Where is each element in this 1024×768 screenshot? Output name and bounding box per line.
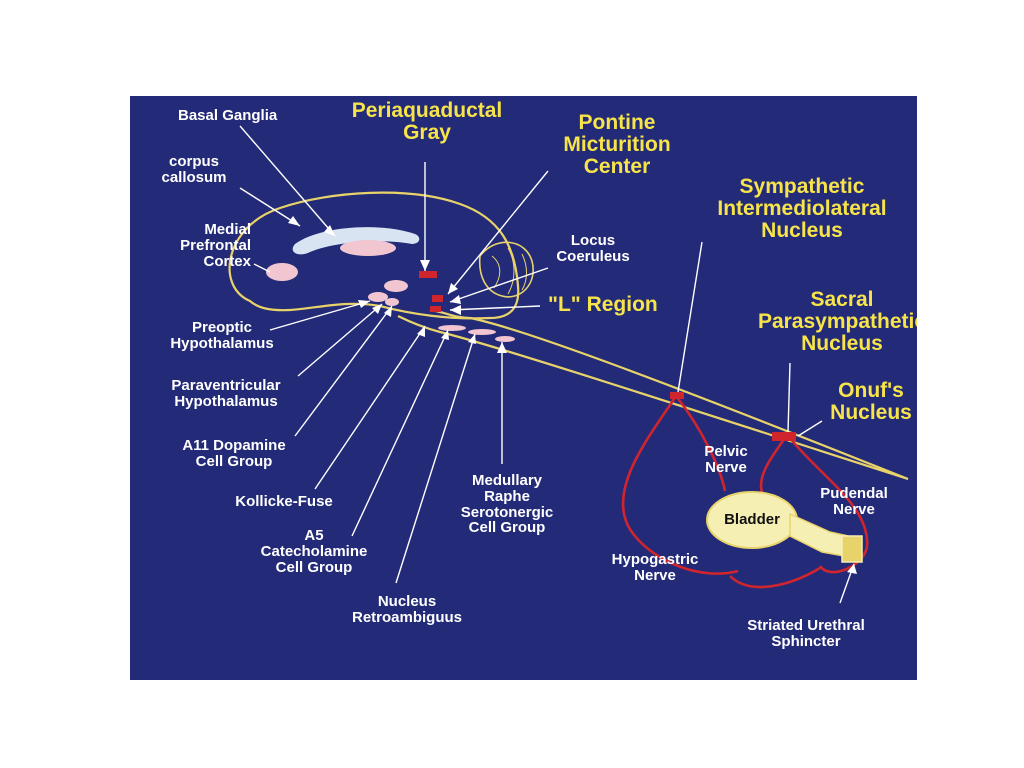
pelvic-nerve-path [759,437,787,502]
label-hypogastric-nerve: Hypogastric Nerve [611,551,699,584]
periaquaductal-gray-marker [419,271,437,278]
micturition-pathway-diagram [228,125,909,604]
medial-prefrontal-cortex-shape [266,263,298,281]
basal-ganglia-shape [340,240,396,256]
striated-urethral-sphincter-shape [841,535,863,563]
diagram-panel: Basal Ganglia corpus callosum Medial Pre… [130,96,917,680]
sphincter-nerve-path [729,566,821,589]
label-periaquaductal-gray: Periaquaductal Gray [351,99,503,145]
label-medial-prefrontal-cortex: Medial Prefrontal Cortex [180,221,251,270]
label-bladder: Bladder [724,511,780,528]
label-pelvic-nerve: Pelvic Nerve [704,443,748,476]
hypogastric-nerve-path [621,395,739,575]
label-pontine-micturition-center: Pontine Micturition Center [563,111,671,179]
l-region-marker [430,306,441,312]
label-a11-dopamine-cell-group: A11 Dopamine Cell Group [182,437,286,470]
label-corpus-callosum: corpus callosum [161,153,227,186]
label-a5-catecholamine-cell-group: A5 Catecholamine Cell Group [260,527,368,576]
urethra [789,512,849,557]
label-sympathetic-intermediolateral-nucleus: Sympathetic Intermediolateral Nucleus [717,175,887,243]
hypothalamus-structure-3 [385,298,399,306]
brainstem-structure-2 [468,329,496,335]
label-medullary-raphe-serotonergic-cell-group: Medullary Raphe Serotonergic Cell Group [460,472,554,537]
label-locus-coeruleus: Locus Coeruleus [556,232,630,265]
brainstem-structure-3 [495,336,515,342]
label-paraventricular-hypothalamus: Paraventricular Hypothalamus [171,377,281,410]
label-preoptic-hypothalamus: Preoptic Hypothalamus [170,319,274,352]
brain-outline [228,191,520,320]
pontine-micturition-center-marker [432,295,443,302]
sympathetic-nerve-branch [674,395,727,492]
label-striated-urethral-sphincter: Striated Urethral Sphincter [747,617,865,650]
cerebellum-folia [491,247,527,295]
leader-lines [239,125,855,604]
label-pudendal-nerve: Pudendal Nerve [820,485,888,518]
label-sacral-parasympathetic-nucleus: Sacral Parasympathetic Nucleus [757,288,917,356]
label-nucleus-retroambiguus: Nucleus Retroambiguus [351,593,463,626]
label-basal-ganglia: Basal Ganglia [178,107,278,124]
hypothalamus-structure-1 [368,292,388,302]
sacral-nucleus-marker [772,432,796,441]
brainstem-structure-1 [438,325,466,331]
label-l-region: "L" Region [548,293,658,316]
label-kollicke-fuse: Kollicke-Fuse [235,493,333,510]
label-onufs-nucleus: Onuf's Nucleus [830,379,912,425]
brainstem-lower-edge [397,315,909,481]
hypothalamus-structure-2 [384,280,408,292]
brainstem-upper-edge [429,308,909,481]
pudendal-nerve-path [788,437,869,574]
cerebellum [478,241,534,298]
arrowheads [288,216,857,574]
